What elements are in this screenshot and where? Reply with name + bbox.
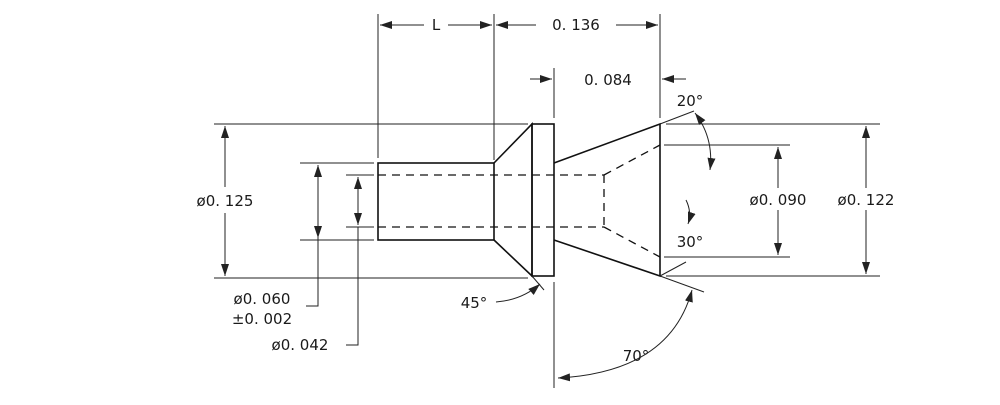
overall-length-label: 0. 136 — [552, 16, 600, 34]
cone-inner-diameter-label: ø0. 090 — [750, 191, 807, 209]
dimension-labels: L 0. 136 0. 084 ø0. 125 ø0. 060 ±0. 002 … — [197, 16, 895, 354]
shank-body — [377, 162, 495, 241]
leader-lines — [306, 227, 359, 346]
angle-70-label: 70° — [623, 347, 650, 365]
angle-45-label: 45° — [461, 294, 488, 312]
shank-diameter-label: ø0. 060 — [234, 290, 291, 308]
angle-20-label: 20° — [677, 92, 704, 110]
cone-body — [553, 122, 661, 278]
dimension-lines — [221, 21, 870, 276]
shank-tolerance-label: ±0. 002 — [232, 310, 292, 328]
hidden-lines — [378, 144, 661, 258]
angle-30-label: 30° — [677, 233, 704, 251]
part-outline — [377, 122, 661, 278]
cone-outer-diameter-label: ø0. 122 — [838, 191, 895, 209]
bore-diameter-label: ø0. 042 — [272, 336, 329, 354]
flange — [531, 123, 555, 277]
angle-construction — [495, 110, 716, 388]
extension-lines — [214, 14, 880, 279]
cone-length-label: 0. 084 — [584, 71, 632, 89]
angle-labels: 20° 30° 45° 70° — [461, 92, 704, 365]
length-label: L — [432, 16, 441, 34]
flange-diameter-label: ø0. 125 — [197, 192, 254, 210]
head-chamfer-flange — [493, 122, 533, 278]
